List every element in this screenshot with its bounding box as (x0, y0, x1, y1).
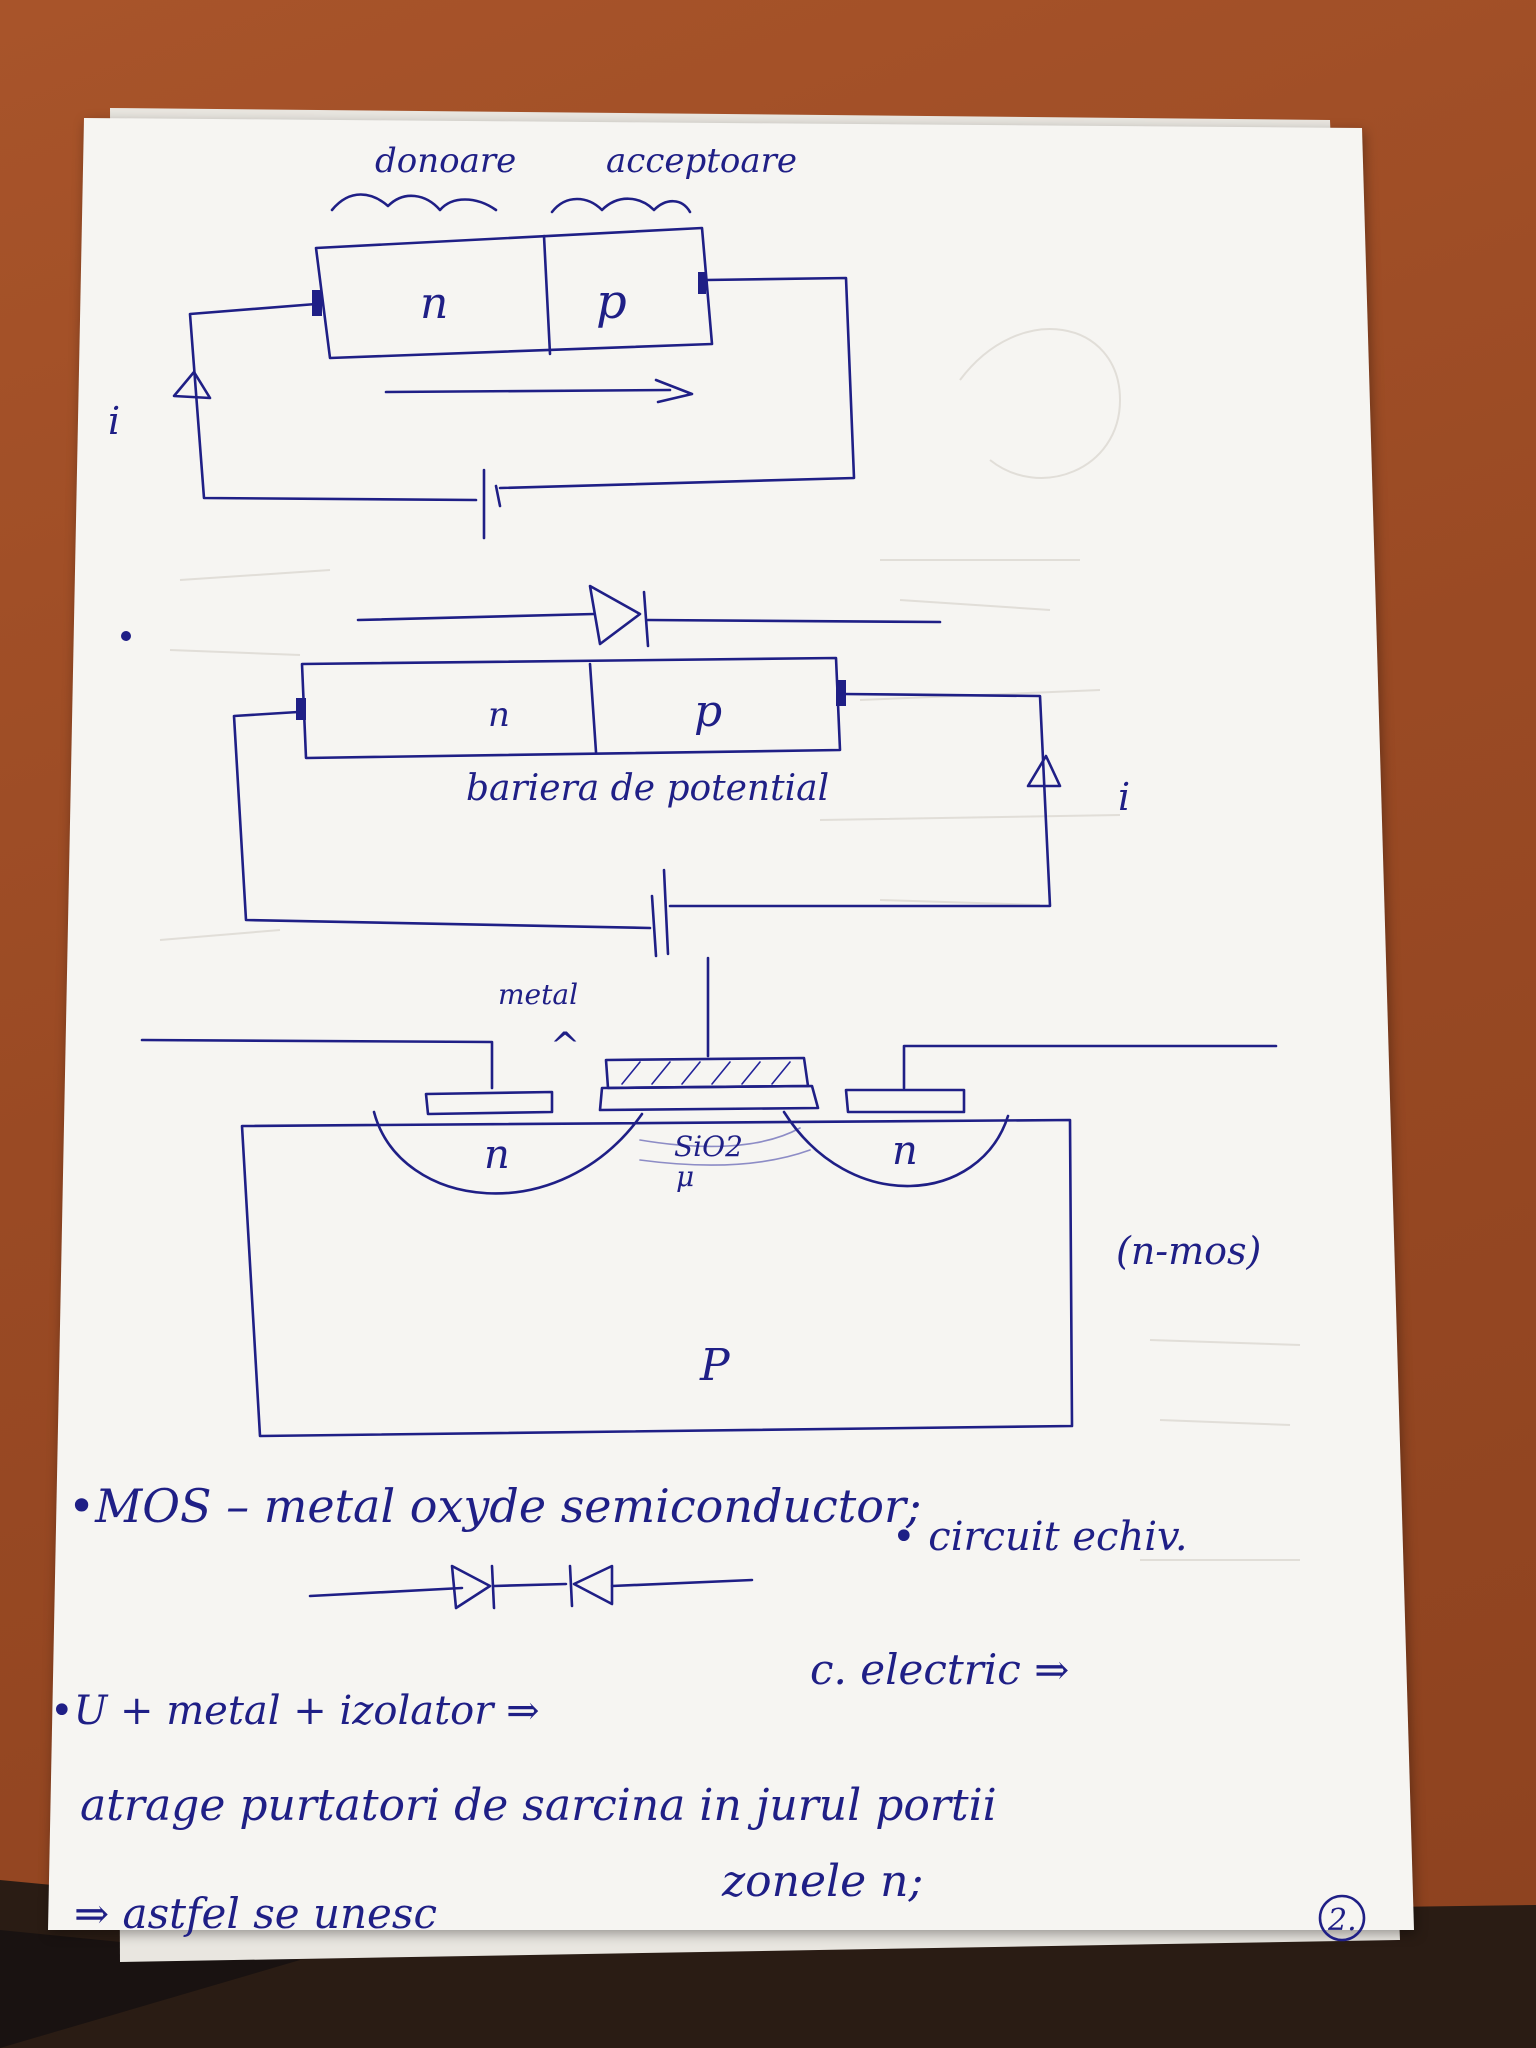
oxide-label: SiO2 (674, 1130, 743, 1163)
nmos-type-label: (n-mos) (1116, 1229, 1261, 1273)
current-label: i (108, 399, 120, 443)
page-number: 2. (1327, 1903, 1357, 1938)
page-number-circle (1318, 1894, 1366, 1942)
note-line-5b: zonele n; (721, 1856, 923, 1907)
metal-label: metal (498, 978, 578, 1011)
note-line-1: •MOS – metal oxyde semiconductor; (68, 1479, 921, 1533)
region-n-source: n (484, 1132, 510, 1178)
pn-reverse-diagram: n p bariera de potential i (121, 584, 1130, 958)
region-n-drain: n (892, 1128, 918, 1174)
pn-block (314, 226, 714, 360)
note-line-3b: c. electric ⇒ (810, 1645, 1069, 1694)
region-n-label: n (420, 278, 448, 329)
equivalent-circuit (308, 1564, 754, 1610)
handwritten-notes: •MOS – metal oxyde semiconductor; • circ… (50, 1479, 1366, 1942)
nmos-diagram: metal ^ n n SiO2 μ P (n-mos) (140, 956, 1278, 1438)
pn-forward-diagram: donoare acceptoare n p i (108, 141, 856, 540)
region-n-label-2: n (488, 695, 510, 735)
donor-label: donoare (375, 141, 516, 181)
substrate (240, 1118, 1074, 1438)
metal-caret: ^ (550, 1026, 580, 1067)
show-through (159, 328, 1301, 1561)
bullet (121, 631, 131, 641)
substrate-label: P (699, 1340, 731, 1391)
diode-symbol (356, 584, 942, 648)
acceptor-label: acceptoare (606, 141, 797, 181)
barrier-label: bariera de potential (466, 768, 829, 809)
note-line-5a: ⇒ astfel se unesc (74, 1889, 437, 1938)
pn-block-2 (300, 656, 842, 760)
region-p-label-2: p (694, 686, 722, 737)
region-p-label: p (596, 274, 627, 330)
current-label-2: i (1118, 775, 1130, 819)
mobility-label: μ (676, 1160, 694, 1193)
note-line-4: atrage purtatori de sarcina in jurul por… (80, 1780, 997, 1831)
note-line-3a: •U + metal + izolator ⇒ (50, 1688, 540, 1734)
paper-sheet (48, 118, 1414, 1930)
note-line-2: • circuit echiv. (892, 1514, 1188, 1560)
